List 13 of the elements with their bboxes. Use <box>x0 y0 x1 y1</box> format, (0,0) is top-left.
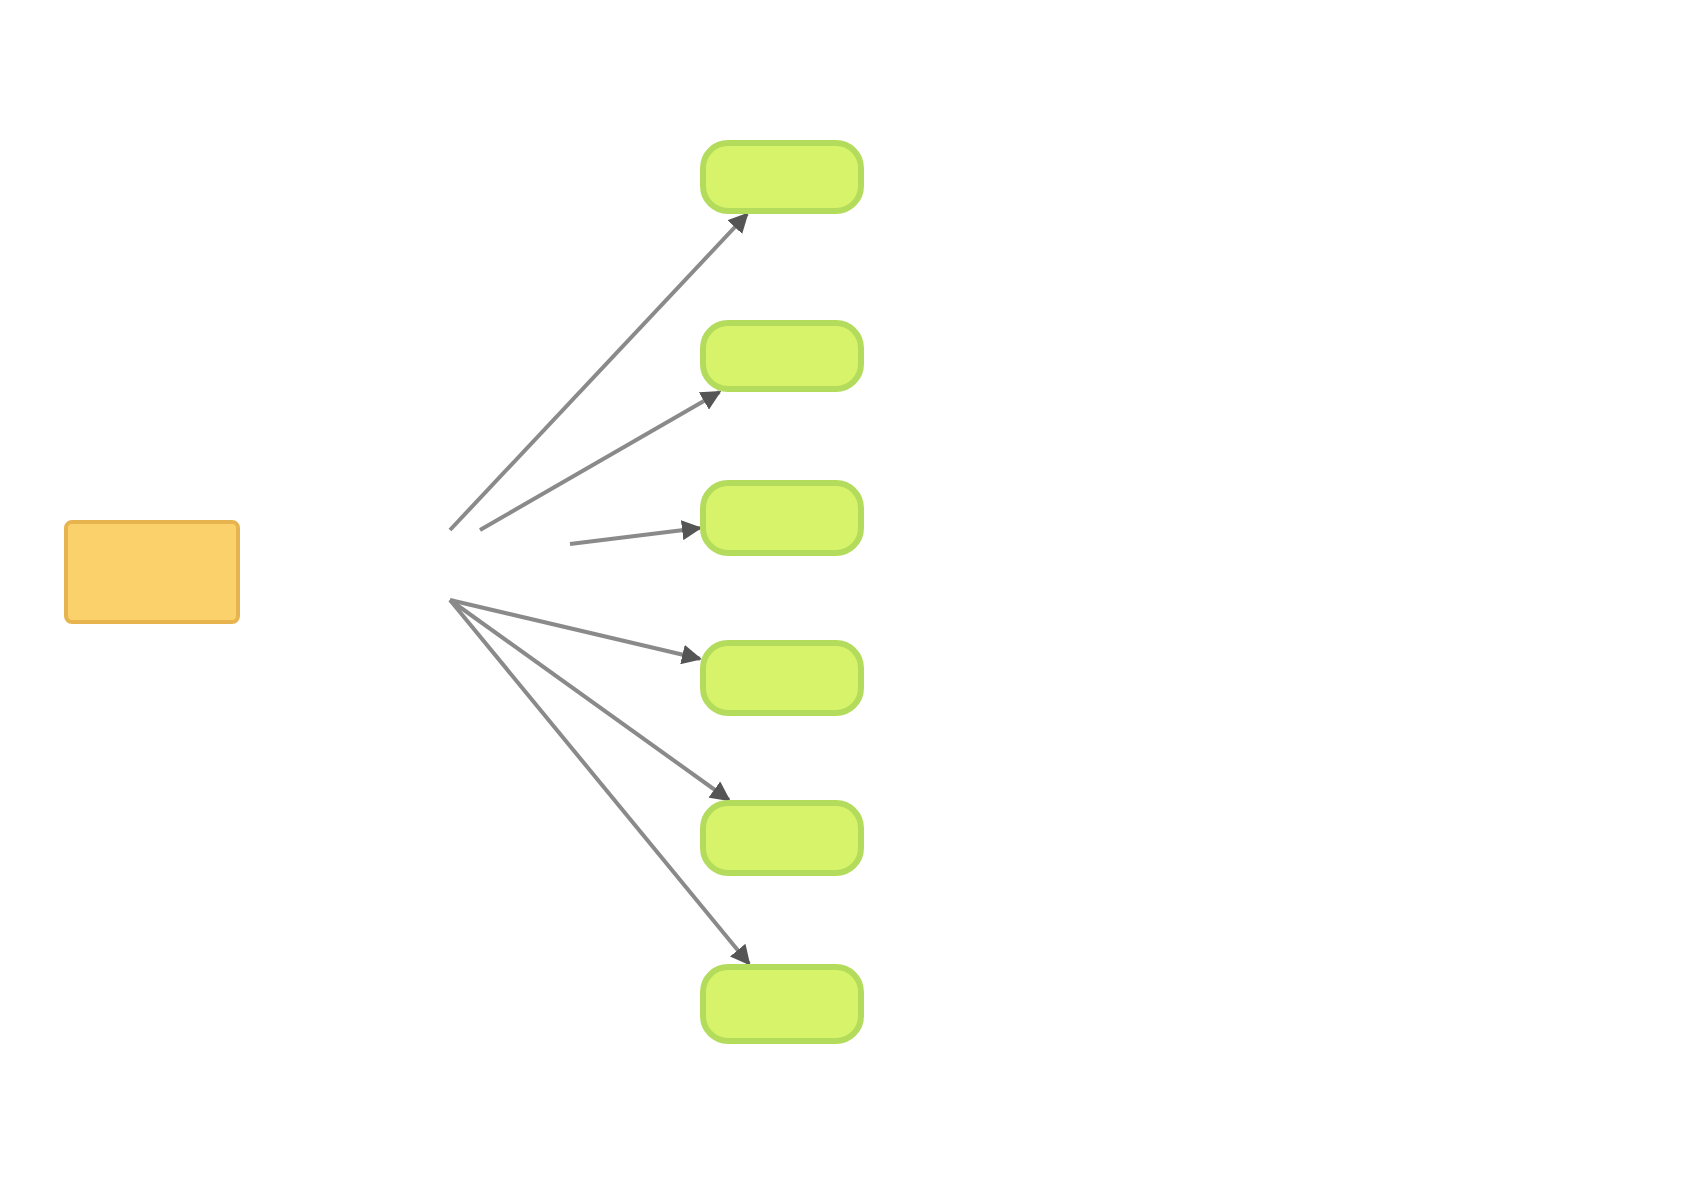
central-box <box>64 520 240 624</box>
arrow <box>449 598 702 665</box>
topic-box <box>700 800 864 876</box>
arrow <box>448 598 751 966</box>
arrow <box>569 520 702 546</box>
arrow <box>479 390 722 532</box>
topic-box <box>700 140 864 214</box>
topic-box <box>700 964 864 1044</box>
topic-box <box>700 320 864 392</box>
arrow <box>448 212 749 532</box>
topic-box <box>700 480 864 556</box>
topic-box <box>700 640 864 716</box>
arrow <box>448 598 731 802</box>
